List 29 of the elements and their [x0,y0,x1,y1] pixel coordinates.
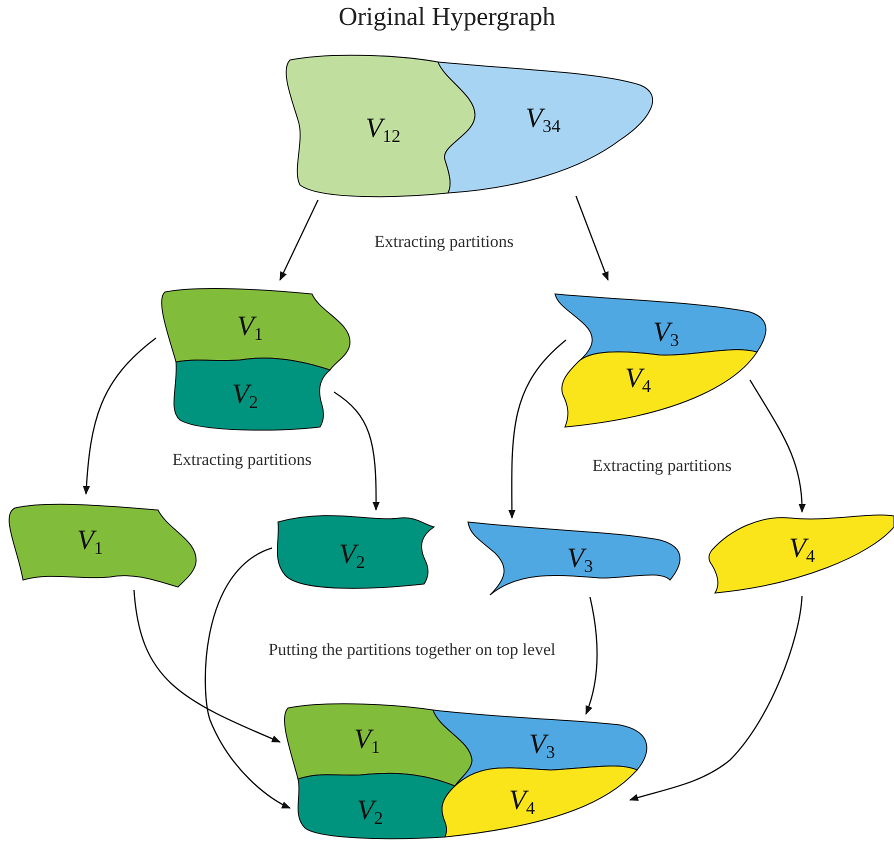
partition-label: V$_{1}$ [354,726,380,756]
step-note: Extracting partitions [374,232,514,252]
partition-label: V$_{2}$ [356,797,384,827]
partition-label: V$_{4}$ [508,787,536,817]
partition-label: V$_{2}$ [232,381,258,411]
diagram-title: Original Hypergraph [338,2,556,32]
partition-label: V$_{2}$ [338,541,366,571]
partition-label: V$_{3}$ [652,319,680,349]
partition-label: V$_{1}$ [236,313,264,343]
step-note: Putting the partitions together on top level [268,640,556,660]
arrow [334,391,380,511]
arrow [629,596,803,802]
arrow [508,340,566,519]
step-note: Extracting partitions [172,450,312,470]
partition-label: V$_{4}$ [624,365,652,395]
partition-label: V$_{4}$ [788,535,816,565]
partition-label: V$_{3}$ [528,731,556,761]
arrow [82,338,156,495]
partition-label: V$_{12}$ [365,115,401,145]
arrow [279,200,319,281]
arrow [133,590,281,743]
partition-label: V$_{1}$ [76,527,104,557]
arrow [585,596,598,715]
partition-label: V$_{34}$ [525,105,561,135]
arrow [575,196,609,281]
partition-label: V$_{3}$ [566,545,594,575]
arrow [204,547,291,809]
arrow [749,380,806,513]
step-note: Extracting partitions [592,456,732,476]
